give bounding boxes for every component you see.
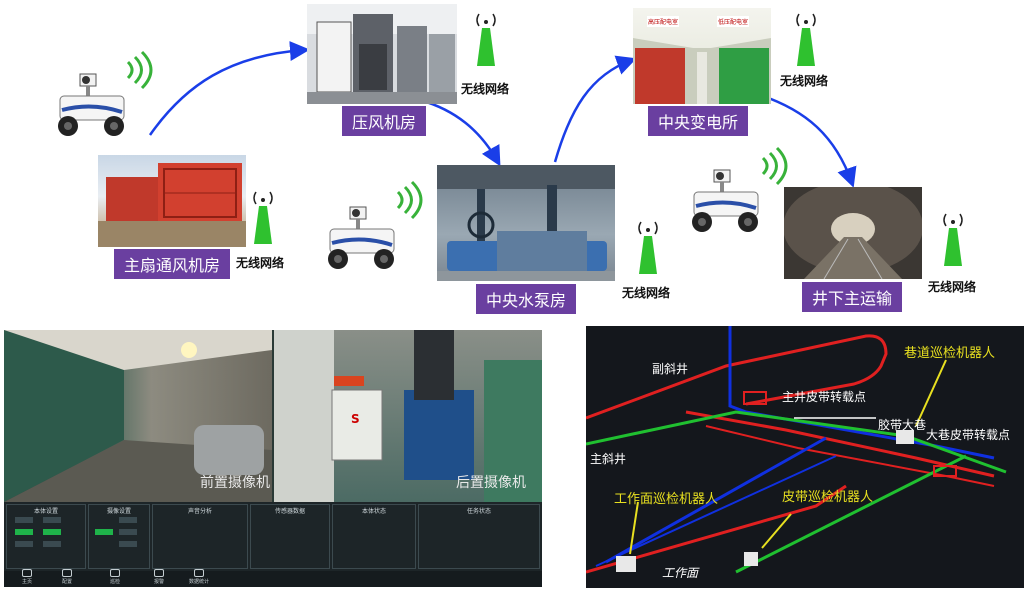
nav-alarm[interactable]: 报警 — [144, 569, 174, 585]
label-main-transfer: 主井皮带转载点 — [782, 390, 867, 404]
toggle-dark[interactable] — [15, 541, 33, 547]
toggle-dark[interactable] — [43, 541, 61, 547]
home-icon — [22, 569, 32, 577]
eye-icon — [154, 569, 164, 577]
substation-sign-high: 高压配电室 — [647, 16, 680, 27]
photo-substation: 高压配电室 低压配电室 — [633, 8, 771, 104]
inspection-robot-1 — [58, 73, 125, 136]
front-camera-caption: 前置摄像机 — [200, 475, 270, 491]
camera-monitoring-panel: 前置摄像机 S 后置摄像机 本体设置 摄像设置 声音分析 传感器 — [4, 330, 542, 587]
rear-camera-caption: 后置摄像机 — [456, 475, 526, 491]
wireless-label: 无线网络 — [622, 286, 671, 300]
substation-sign-low: 低压配电室 — [717, 16, 750, 27]
label-pump-room: 中央水泵房 — [476, 284, 577, 314]
toggle-green[interactable] — [15, 529, 33, 535]
inspection-robot-2 — [328, 206, 395, 269]
signal-waves-icon — [761, 146, 788, 186]
toggle-dark[interactable] — [119, 529, 137, 535]
photo-main-fan — [98, 155, 246, 247]
photo-compressor-room — [307, 4, 457, 104]
label-main-incline: 主斜井 — [590, 452, 627, 466]
nav-inspect[interactable]: 巡检 — [100, 569, 130, 585]
arrow-to-substation — [553, 55, 637, 163]
front-camera-view[interactable]: 前置摄像机 — [4, 330, 272, 502]
box-sound-analysis: 声音分析 — [152, 504, 248, 569]
wrench-icon — [62, 569, 72, 577]
box-camera-settings: 摄像设置 — [88, 504, 150, 569]
label-lane-robot: 巷道巡检机器人 — [904, 346, 996, 361]
box-task-status: 任务状态 — [418, 504, 540, 569]
inspection-robot-3 — [692, 169, 759, 232]
toggle-dark[interactable] — [43, 517, 61, 523]
signal-waves-icon — [126, 50, 153, 90]
label-underground-transport: 井下主运输 — [802, 282, 903, 312]
toggle-green[interactable] — [95, 529, 113, 535]
robot-icon — [110, 569, 120, 577]
box-body-settings: 本体设置 — [6, 504, 86, 569]
wireless-label: 无线网络 — [780, 74, 829, 88]
rear-camera-view[interactable]: S 后置摄像机 — [274, 330, 542, 502]
nav-stats[interactable]: 数据统计 — [184, 569, 214, 585]
chart-icon — [194, 569, 204, 577]
wireless-label: 无线网络 — [236, 256, 285, 270]
wireless-label: 无线网络 — [461, 82, 510, 96]
photo-underground-transport — [784, 187, 922, 279]
wireless-label: 无线网络 — [928, 280, 977, 294]
nav-config[interactable]: 配置 — [52, 569, 82, 585]
wireless-antenna-icon — [476, 13, 496, 66]
toggle-dark[interactable] — [119, 541, 137, 547]
label-compressor-room: 压风机房 — [342, 106, 427, 136]
arrow-to-compressor — [148, 41, 310, 136]
wireless-antenna-icon — [638, 221, 658, 274]
label-main-fan: 主扇通风机房 — [114, 249, 231, 279]
arrow-to-transport — [759, 93, 857, 188]
label-lane-transfer: 大巷皮带转载点 — [926, 428, 1011, 442]
label-face-robot: 工作面巡检机器人 — [614, 492, 719, 507]
control-panel: 本体设置 摄像设置 声音分析 传感器数据 本体状态 任务状态 主页 配置 巡检 … — [4, 502, 542, 587]
label-substation: 中央变电所 — [648, 106, 749, 136]
label-work-face: 工作面 — [662, 566, 699, 580]
wireless-antenna-icon — [943, 213, 963, 266]
bottom-nav: 主页 配置 巡检 报警 数据统计 — [4, 569, 542, 587]
label-belt-lane: 胶带大巷 — [878, 418, 927, 432]
nav-home[interactable]: 主页 — [12, 569, 42, 585]
wireless-antenna-icon — [253, 191, 273, 244]
toggle-dark[interactable] — [119, 517, 137, 523]
box-sensor-data: 传感器数据 — [250, 504, 330, 569]
toggle-dark[interactable] — [15, 517, 33, 523]
box-body-status: 本体状态 — [332, 504, 416, 569]
photo-pump-room — [437, 165, 615, 281]
signal-waves-icon — [396, 180, 423, 220]
arrow-to-pump — [419, 98, 501, 167]
tunnel-lines — [586, 326, 1007, 574]
label-belt-robot: 皮带巡检机器人 — [782, 490, 874, 505]
wireless-antenna-icon — [796, 13, 816, 66]
pump-plate-letter: S — [351, 412, 360, 426]
label-aux-incline: 副斜井 — [652, 362, 689, 376]
mine-layout-map: 副斜井 主斜井 主井皮带转载点 胶带大巷 大巷皮带转载点 巷道巡检机器人 工作面… — [586, 326, 1024, 588]
toggle-green[interactable] — [43, 529, 61, 535]
